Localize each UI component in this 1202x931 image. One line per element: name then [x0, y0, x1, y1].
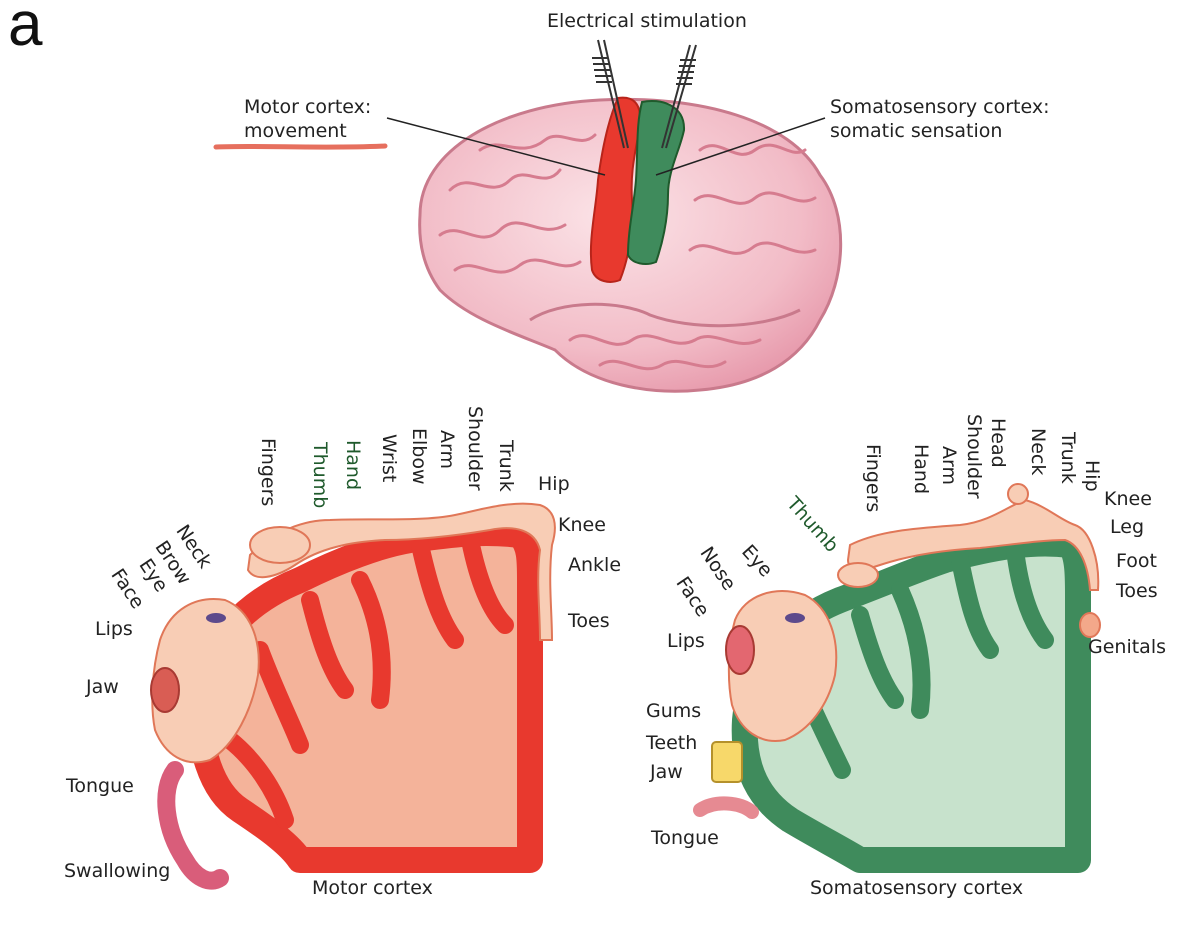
label-motor-cortex-title: Motor cortex:	[244, 98, 371, 117]
label-motor-cortex-movement: movement	[244, 122, 347, 141]
motor-label-knee: Knee	[558, 516, 606, 535]
motor-label-shoulder: Shoulder	[465, 406, 484, 491]
sensory-label-gums: Gums	[646, 702, 701, 721]
sensory-label-lips: Lips	[667, 632, 705, 651]
motor-label-jaw: Jaw	[86, 678, 119, 697]
sensory-cortex-caption: Somatosensory cortex	[810, 879, 1023, 898]
sensory-label-neck: Neck	[1028, 428, 1047, 475]
sensory-label-shoulder: Shoulder	[964, 414, 983, 499]
sensory-label-jaw: Jaw	[650, 763, 683, 782]
label-electrical-stimulation: Electrical stimulation	[547, 12, 747, 31]
label-somatosensory-sensation: somatic sensation	[830, 122, 1002, 141]
motor-label-trunk: Trunk	[496, 440, 515, 492]
motor-label-fingers: Fingers	[258, 438, 277, 506]
sensory-label-leg: Leg	[1110, 518, 1144, 537]
sensory-label-foot: Foot	[1116, 552, 1157, 571]
motor-label-toes: Toes	[568, 612, 610, 631]
sensory-label-tongue: Tongue	[651, 829, 719, 848]
motor-label-thumb: Thumb	[310, 442, 329, 508]
motor-label-hand: Hand	[343, 440, 362, 490]
sensory-label-arm: Arm	[939, 446, 958, 485]
motor-label-tongue: Tongue	[66, 777, 134, 796]
sensory-label-toes: Toes	[1116, 582, 1158, 601]
sensory-label-hip: Hip	[1082, 460, 1101, 492]
sensory-label-trunk: Trunk	[1058, 432, 1077, 484]
motor-label-lips: Lips	[95, 620, 133, 639]
sensory-label-teeth: Teeth	[646, 734, 697, 753]
motor-cortex-caption: Motor cortex	[312, 879, 433, 898]
motor-label-arm: Arm	[437, 430, 456, 469]
motor-label-wrist: Wrist	[379, 434, 398, 482]
motor-label-hip: Hip	[538, 475, 570, 494]
motor-label-swallowing: Swallowing	[64, 862, 170, 881]
sensory-label-genitals: Genitals	[1088, 638, 1166, 657]
motor-label-elbow: Elbow	[409, 428, 428, 485]
sensory-label-knee: Knee	[1104, 490, 1152, 509]
motor-label-ankle: Ankle	[568, 556, 621, 575]
sensory-label-fingers: Fingers	[863, 444, 882, 512]
sensory-homunculus	[700, 484, 1100, 860]
label-somatosensory-title: Somatosensory cortex:	[830, 98, 1050, 117]
sensory-label-hand: Hand	[911, 444, 930, 494]
brain-illustration	[216, 40, 841, 391]
sensory-label-head: Head	[988, 418, 1007, 468]
